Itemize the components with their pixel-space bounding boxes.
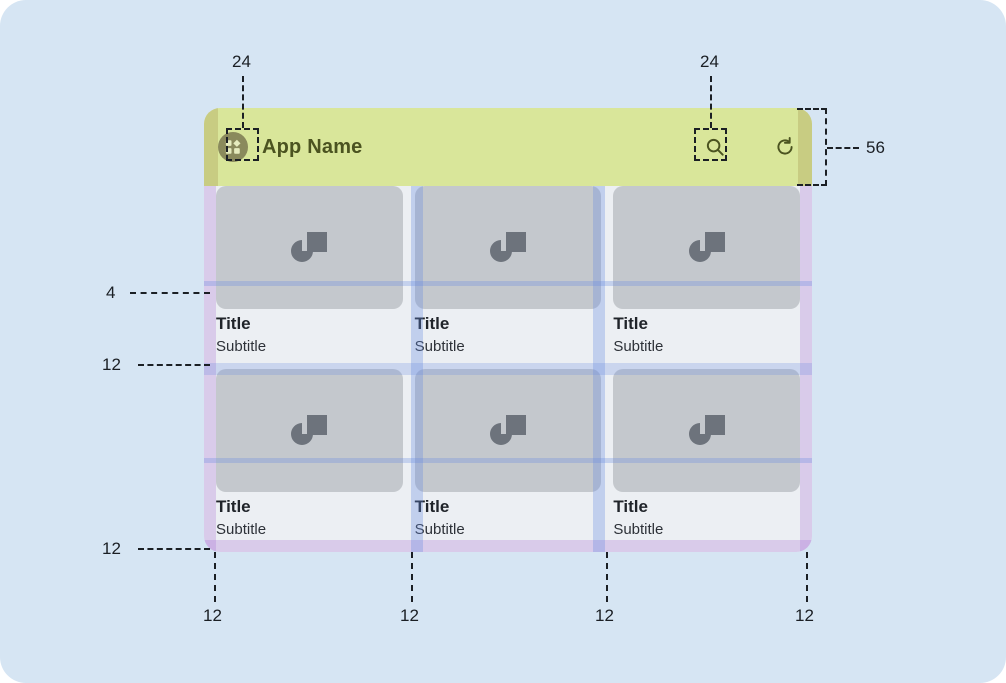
- card-text: Title Subtitle: [415, 492, 602, 540]
- refresh-icon[interactable]: [772, 134, 798, 160]
- measure-box-search-icon: [694, 128, 727, 161]
- leader-line-gutter-left: [214, 552, 216, 602]
- image-placeholder-icon: [414, 186, 602, 310]
- card[interactable]: Title Subtitle: [613, 369, 800, 540]
- leader-line-bottom-padding: [138, 548, 210, 550]
- annotation-gutter-right: 12: [795, 606, 814, 625]
- card-subtitle: Subtitle: [216, 338, 267, 355]
- card-text: Title Subtitle: [216, 309, 403, 357]
- image-placeholder-icon: [613, 369, 800, 493]
- annotation-gutter-mid-2: 12: [595, 606, 614, 625]
- card[interactable]: Title Subtitle: [414, 369, 602, 540]
- card-title: Title: [216, 314, 251, 334]
- card-text: Title Subtitle: [613, 492, 800, 540]
- leader-line-search-icon: [710, 76, 712, 128]
- grid-dashboard-icon[interactable]: [218, 132, 248, 162]
- leader-line-title-gap: [130, 292, 210, 294]
- card-title: Title: [613, 314, 648, 334]
- image-placeholder-icon: [414, 369, 602, 493]
- annotation-appbar-height: 56: [866, 138, 885, 157]
- leader-line-menu-icon: [242, 76, 244, 128]
- leader-line-gutter-right: [806, 552, 808, 602]
- card-text: Title Subtitle: [613, 309, 800, 357]
- image-placeholder-icon: [613, 186, 800, 310]
- card[interactable]: Title Subtitle: [414, 186, 602, 357]
- device-mock: App Name: [204, 108, 812, 552]
- leader-line-appbar-height: [827, 147, 859, 149]
- card-grid: Title Subtitle Title Subtitle: [204, 186, 812, 552]
- card-subtitle: Subtitle: [414, 521, 465, 538]
- leader-line-row-gap: [138, 364, 210, 366]
- card[interactable]: Title Subtitle: [216, 369, 403, 540]
- image-placeholder-icon: [216, 369, 403, 493]
- annotation-gutter-mid-1: 12: [400, 606, 419, 625]
- annotation-menu-icon-size: 24: [232, 52, 251, 71]
- measure-bracket-appbar-height: [797, 108, 827, 186]
- search-icon[interactable]: [702, 134, 728, 160]
- card-title: Title: [414, 497, 450, 517]
- card-subtitle: Subtitle: [216, 521, 267, 538]
- leader-line-gutter-mid-1: [411, 552, 413, 602]
- card-title: Title: [414, 314, 450, 334]
- card[interactable]: Title Subtitle: [216, 186, 403, 357]
- annotation-search-icon-size: 24: [700, 52, 719, 71]
- card-title: Title: [216, 497, 251, 517]
- measure-box-menu-icon: [226, 128, 259, 161]
- annotation-title-gap: 4: [106, 283, 116, 302]
- card-subtitle: Subtitle: [414, 338, 465, 355]
- card-text: Title Subtitle: [415, 309, 602, 357]
- card-subtitle: Subtitle: [613, 338, 664, 355]
- annotation-row-gap: 12: [102, 355, 121, 374]
- image-placeholder-icon: [216, 186, 403, 310]
- card-text: Title Subtitle: [216, 492, 403, 540]
- leader-line-gutter-mid-2: [606, 552, 608, 602]
- annotation-bottom-padding: 12: [102, 539, 121, 558]
- card-subtitle: Subtitle: [613, 521, 664, 538]
- card[interactable]: Title Subtitle: [613, 186, 800, 357]
- annotation-gutter-left: 12: [203, 606, 222, 625]
- card-title: Title: [613, 497, 648, 517]
- app-bar-title: App Name: [262, 135, 363, 158]
